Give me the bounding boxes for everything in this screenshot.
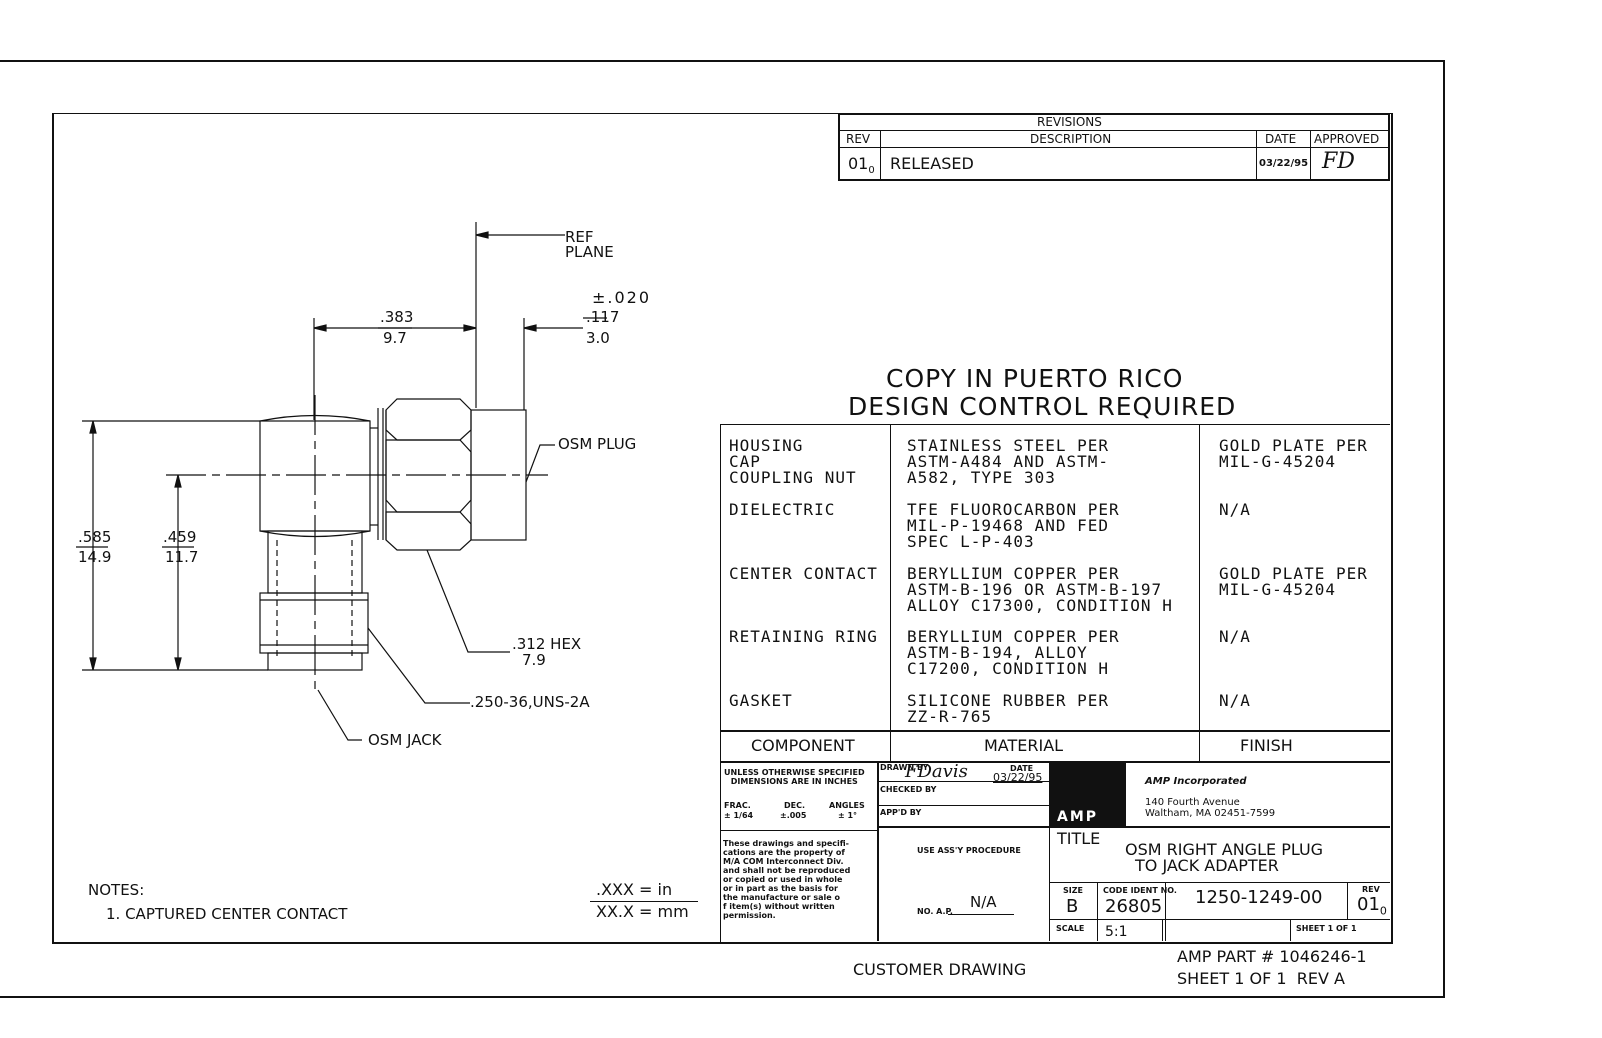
drawn-date: 03/22/95 (993, 771, 1043, 784)
component-retaining-ring: RETAINING RING (729, 627, 878, 646)
thread-label: .250-36,UNS-2A (470, 693, 590, 711)
tolerance-label: ±.020 (592, 288, 652, 307)
finish-retaining-ring: N/A (1219, 627, 1251, 646)
hex-label: .312 HEX (512, 635, 582, 653)
material-gasket: SILICONE RUBBER PER ZZ-R-765 (907, 691, 1110, 726)
frac-value: ± 1/64 (724, 811, 754, 820)
finish-header: FINISH (1240, 736, 1293, 755)
amp-part: AMP PART # 1046246-1 (1177, 947, 1367, 966)
notes-heading: NOTES: (88, 881, 145, 899)
drawn-signature: FDavis (905, 761, 968, 782)
amp-logo (1050, 762, 1126, 826)
description-header: DESCRIPTION (1030, 132, 1112, 146)
material-header: MATERIAL (984, 736, 1064, 755)
rev-header: REV (846, 132, 871, 146)
outer-frame (0, 60, 1445, 998)
banner-line2: DESIGN CONTROL REQUIRED (848, 392, 1237, 421)
no-ap-value: N/A (970, 893, 997, 911)
dim-117b: 11.7 (165, 548, 199, 566)
assy-procedure: USE ASS'Y PROCEDURE (917, 846, 1021, 855)
title-line1: OSM RIGHT ANGLE PLUG (1125, 840, 1324, 859)
frac-label: FRAC. (724, 801, 751, 810)
scale-value: 5:1 (1105, 924, 1128, 940)
size-value: B (1066, 896, 1079, 917)
part-number: 1250-1249-00 (1195, 887, 1323, 908)
size-label: SIZE (1063, 886, 1084, 895)
no-ap-label: NO. A.P. (917, 907, 953, 916)
code-label: CODE IDENT NO. (1103, 886, 1177, 895)
date-label: DATE (1010, 764, 1034, 773)
unit-inch: .XXX = in (596, 880, 673, 899)
ref-plane-label: REF PLANE (565, 228, 614, 261)
customer-drawing: CUSTOMER DRAWING (853, 960, 1027, 979)
drawn-by-label: DRAWN BY (880, 763, 929, 772)
tolerance-note: UNLESS OTHERWISE SPECIFIED DIMENSIONS AR… (724, 768, 865, 786)
code-value: 26805 (1105, 896, 1163, 917)
revision-date: 03/22/95 (1259, 158, 1309, 169)
dim-585: .585 (78, 528, 112, 546)
finish-center-contact: GOLD PLATE PER MIL-G-45204 (1219, 564, 1368, 599)
scale-label: SCALE (1056, 924, 1085, 933)
property-note: These drawings and specifi- cations are … (723, 839, 851, 920)
finish-dielectric: N/A (1219, 500, 1251, 519)
rev-label: REV (1362, 885, 1380, 894)
finish-housing: GOLD PLATE PER MIL-G-45204 (1219, 436, 1368, 471)
hex-mm: 7.9 (522, 651, 546, 669)
sheet-label: SHEET 1 OF 1 (1296, 924, 1357, 933)
component-center-contact: CENTER CONTACT (729, 564, 878, 583)
revision-description: RELEASED (890, 154, 974, 173)
revisions-title: REVISIONS (1037, 115, 1102, 129)
unit-mm: XX.X = mm (596, 902, 689, 921)
angles-value: ± 1° (838, 811, 858, 820)
angles-label: ANGLES (829, 801, 865, 810)
approved-header: APPROVED (1314, 132, 1380, 146)
approved-signature: FD (1322, 149, 1355, 174)
component-header: COMPONENT (751, 736, 855, 755)
address-line1: 140 Fourth Avenue (1145, 797, 1240, 808)
amp-logo-text: AMP (1057, 809, 1099, 825)
dec-label: DEC. (784, 801, 806, 810)
material-dielectric: TFE FLUOROCARBON PER MIL-P-19468 AND FED… (907, 500, 1120, 551)
dec-value: ±.005 (780, 811, 807, 820)
dim-30: 3.0 (586, 329, 610, 347)
company-name: AMP Incorporated (1145, 776, 1247, 787)
material-center-contact: BERYLLIUM COPPER PER ASTM-B-196 OR ASTM-… (907, 564, 1173, 615)
dim-97: 9.7 (383, 329, 407, 347)
banner-line1: COPY IN PUERTO RICO (886, 364, 1184, 393)
dim-459: .459 (163, 528, 197, 546)
material-retaining-ring: BERYLLIUM COPPER PER ASTM-B-194, ALLOY C… (907, 627, 1120, 678)
dim-383: .383 (380, 308, 414, 326)
rev-value: 010 (848, 154, 875, 177)
osm-plug-label: OSM PLUG (558, 435, 637, 453)
component-gasket: GASKET (729, 691, 793, 710)
address-line2: Waltham, MA 02451-7599 (1145, 808, 1276, 819)
checked-by-label: CHECKED BY (880, 785, 937, 794)
component-dielectric: DIELECTRIC (729, 500, 836, 519)
finish-gasket: N/A (1219, 691, 1251, 710)
osm-jack-label: OSM JACK (368, 731, 442, 749)
appd-by-label: APP'D BY (880, 808, 922, 817)
title-label: TITLE (1057, 829, 1101, 848)
dim-149: 14.9 (78, 548, 112, 566)
title-rev-value: 010 (1357, 894, 1387, 918)
dim-117: .117 (586, 308, 620, 326)
date-header: DATE (1265, 132, 1297, 146)
sheet-rev: SHEET 1 OF 1 REV A (1177, 969, 1345, 988)
drawing-border (52, 113, 1393, 944)
component-housing: HOUSING CAP COUPLING NUT (729, 436, 857, 487)
title-line2: TO JACK ADAPTER (1135, 856, 1279, 875)
notes-item1: 1. CAPTURED CENTER CONTACT (106, 905, 348, 923)
material-housing: STAINLESS STEEL PER ASTM-A484 AND ASTM- … (907, 436, 1110, 487)
